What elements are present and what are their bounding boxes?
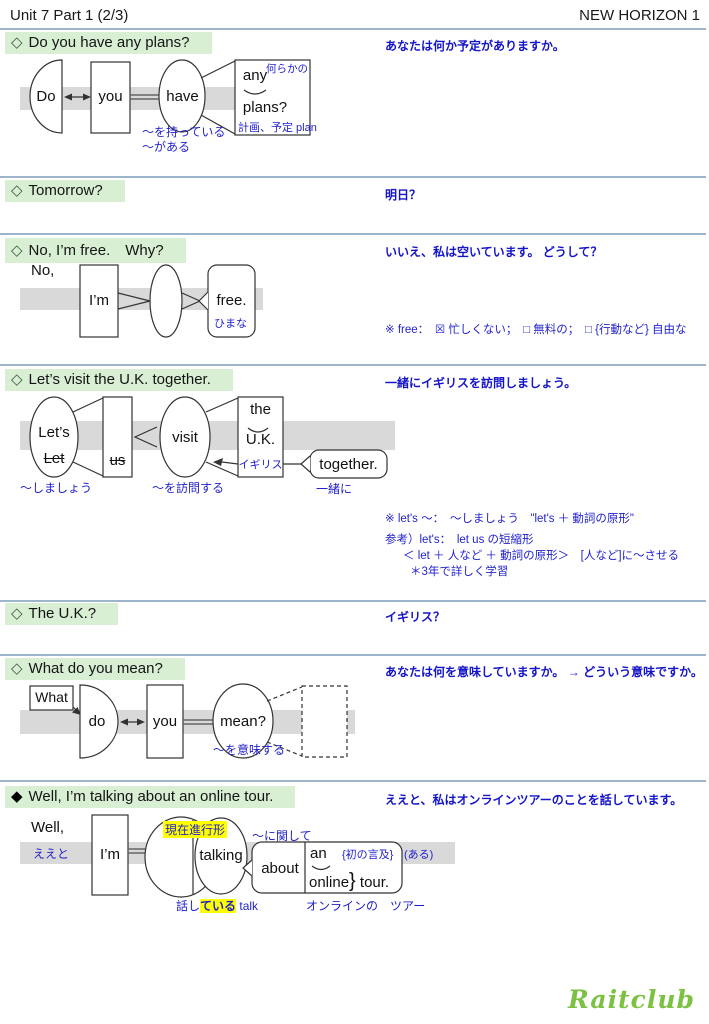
section-heading-3: ◇ No, I’m free. Why? [5, 238, 186, 263]
open-diamond-icon: ◇ [11, 242, 23, 259]
annotation-together-meaning: 一緒に [316, 482, 353, 496]
section-heading-5: ◇ The U.K.? [5, 603, 119, 625]
open-diamond-icon: ◇ [11, 34, 23, 51]
word-uk: U.K. [245, 431, 276, 448]
annotation-talking-meaning: 話している talk [176, 897, 258, 914]
diagram-no-im-free [20, 264, 263, 338]
translation-3: いいえ、私は空いています。 どうして？ [385, 245, 603, 259]
word-you-2: you [152, 713, 178, 730]
word-talking: talking [199, 847, 243, 864]
annotation-plans-meaning: 計画、予定 plan [238, 122, 317, 134]
annotation-uk-meaning: イギリス [238, 459, 283, 471]
word-do-2: do [88, 713, 106, 730]
note-lets-2: 参考）let's： let us の短縮形 [385, 534, 534, 546]
section-divider [0, 654, 706, 656]
section-title-7: Well, I’m talking about an online tour. [28, 788, 274, 805]
section-heading-6: ◇ What do you mean? [5, 658, 185, 680]
open-diamond-icon: ◇ [11, 371, 23, 388]
diagram-lets-visit-uk [20, 396, 395, 479]
translation-6: あなたは何を意味していますか。 → どういう意味ですか。 [385, 665, 703, 679]
word-visit: visit [172, 429, 198, 446]
translation-2: 明日？ [385, 188, 422, 202]
section-divider [0, 176, 706, 178]
word-no: No, [31, 262, 55, 279]
word-the: the [250, 401, 271, 418]
raitclub-logo: Raitclub [568, 985, 695, 1014]
annotation-have-meaning-1: ～を持っている [142, 125, 226, 139]
diagram-do-you-have-any-plans [20, 59, 311, 136]
section-divider [0, 364, 706, 366]
diagram-what-do-you-mean [20, 683, 355, 759]
annotation-first-mention: {初の言及} [342, 849, 394, 861]
word-an: an [310, 845, 327, 862]
note-lets-1: ※ let's ～： ～しましょう "let's ＋ 動詞の原形" [385, 513, 635, 525]
word-free: free. [216, 292, 247, 309]
word-im-2: I’m [100, 846, 120, 863]
phrase-online-tour: online} tour. [309, 870, 389, 893]
open-diamond-icon: ◇ [11, 660, 23, 677]
open-diamond-icon: ◇ [11, 182, 23, 199]
annotation-talk-part1: 話し [176, 899, 201, 913]
word-lets: Let’s [38, 424, 70, 441]
translation-5: イギリス？ [385, 610, 446, 624]
section-heading-1: ◇ Do you have any plans? [5, 32, 212, 54]
word-well: Well, [31, 819, 65, 836]
section-title-2: Tomorrow? [28, 182, 103, 199]
word-together: together. [319, 456, 378, 473]
translation-7: ええと、私はオンラインツアーのことを話しています。 [385, 793, 683, 807]
section-divider [0, 780, 706, 782]
word-you: you [98, 88, 123, 105]
word-im: I’m [89, 292, 109, 309]
brace-glyph: } [349, 870, 356, 892]
translation-4: 一緒にイギリスを訪問しましょう。 [385, 376, 577, 390]
word-us-strikethrough: us [109, 452, 126, 469]
note-lets-3: ＜ let ＋ 人など ＋ 動詞の原形＞ [人など]に～させる [403, 550, 680, 562]
diagram-talking-about-online-tour [20, 814, 455, 898]
header-divider [0, 28, 706, 30]
annotation-visit-meaning: ～を訪問する [152, 481, 225, 495]
annotation-lets-meaning: ～しましょう [20, 481, 93, 495]
page-title: Unit 7 Part 1 (2/3) [10, 7, 129, 24]
annotation-online-tour-meaning: オンラインの ツアー [306, 899, 426, 913]
word-about: about [261, 860, 299, 877]
annotation-have-meaning-2: ～がある [142, 140, 191, 154]
word-do: Do [36, 88, 56, 105]
section-divider [0, 233, 706, 235]
annotation-mean-meaning: ～を意味する [213, 743, 286, 757]
word-any: any [242, 67, 268, 84]
word-online: online [309, 874, 350, 891]
word-have: have [166, 88, 199, 105]
translation-1: あなたは何か予定がありますか。 [385, 39, 565, 53]
note-free-senses: ※ free： ☒ 忙しくない； □ 無料の； □ {行動など} 自由な [385, 324, 687, 336]
annotation-talk-part3: talk [236, 899, 259, 913]
annotation-about-meaning: ～に関して [252, 829, 312, 843]
section-heading-4: ◇ Let’s visit the U.K. together. [5, 369, 233, 391]
annotation-free-meaning: ひまな [214, 318, 247, 330]
open-diamond-icon: ◇ [11, 605, 23, 622]
section-heading-2: ◇ Tomorrow? [5, 180, 125, 202]
annotation-aru: (ある) [404, 849, 434, 861]
section-title-1: Do you have any plans? [28, 34, 190, 51]
textbook-title: NEW HORIZON 1 [579, 7, 700, 24]
word-let-strikethrough: Let [43, 450, 65, 467]
annotation-any-meaning: 何らかの [266, 63, 308, 75]
section-title-6: What do you mean? [28, 660, 163, 677]
filled-diamond-icon: ◆ [11, 788, 23, 805]
word-plans: plans? [242, 99, 288, 116]
annotation-well-meaning: ええと [33, 847, 70, 861]
section-title-4: Let’s visit the U.K. together. [28, 371, 211, 388]
section-title-3: No, I’m free. Why? [28, 242, 164, 259]
note-lets-4: ＊3年で詳しく学習 [410, 566, 509, 578]
annotation-talk-part2-highlight: ている [200, 899, 237, 913]
word-what: What [35, 689, 68, 705]
section-heading-7: ◆ Well, I’m talking about an online tour. [5, 786, 296, 808]
section-divider [0, 600, 706, 602]
section-title-5: The U.K.? [28, 605, 97, 622]
grammar-tag-present-progressive: 現在進行形 [163, 821, 228, 838]
word-mean: mean? [220, 713, 266, 730]
word-tour: tour. [359, 874, 390, 891]
